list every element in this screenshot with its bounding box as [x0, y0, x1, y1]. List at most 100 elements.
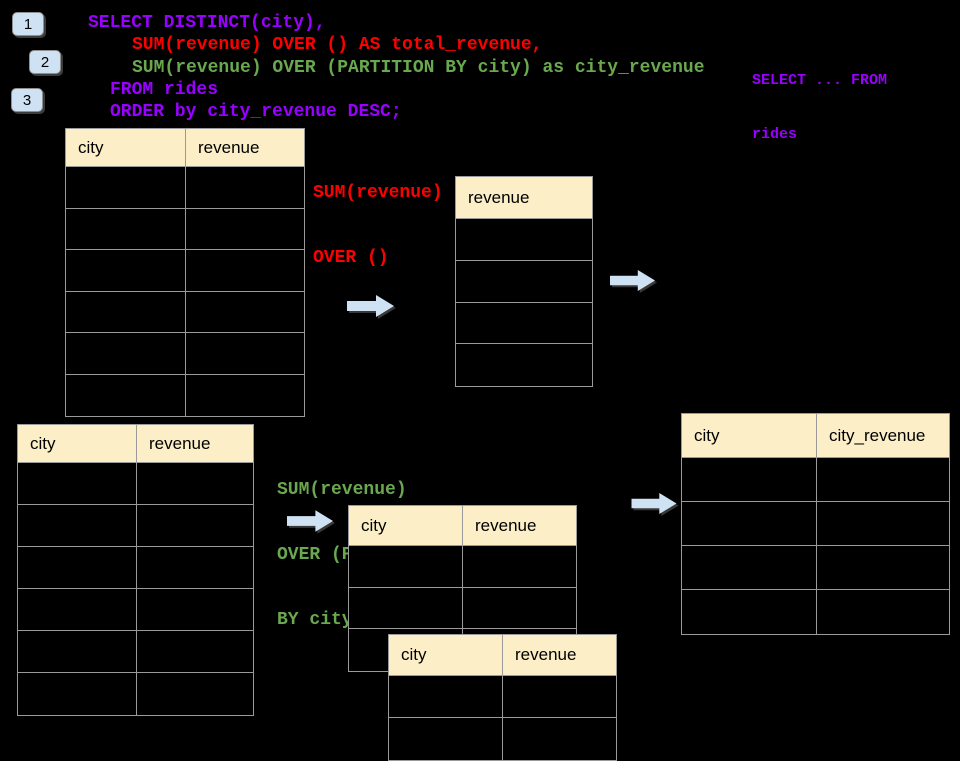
table-cell: [66, 167, 186, 209]
table-cell: [18, 547, 137, 589]
table-row: [389, 718, 616, 760]
table-cell: [456, 303, 592, 345]
table-row: [66, 208, 304, 250]
table-row: [389, 676, 616, 718]
step-badge-1: 1: [12, 12, 44, 36]
column-header: revenue: [463, 506, 576, 546]
table-cell: [18, 673, 137, 715]
column-header: city_revenue: [817, 414, 949, 458]
table-cell: [682, 590, 817, 634]
annotation-total-line-2: OVER (): [313, 247, 389, 268]
column-header: revenue: [137, 425, 253, 463]
table-cell: [66, 333, 186, 375]
table-row: [66, 250, 304, 292]
table-row: [456, 219, 592, 261]
step-badge-2: 2: [29, 50, 61, 74]
table-row: [349, 546, 576, 588]
table-row: [18, 505, 253, 547]
table-row: [456, 344, 592, 386]
table-cell: [18, 463, 137, 505]
annotation-total-line-1: SUM(revenue): [313, 182, 443, 203]
table-row: [682, 458, 949, 502]
table-cell: [18, 631, 137, 673]
table-cell: [389, 676, 503, 718]
column-header: revenue: [456, 177, 592, 219]
side-note-select-from-rides: SELECT ... FROM rides: [752, 36, 887, 162]
column-header: city: [349, 506, 463, 546]
table-cell: [186, 375, 304, 417]
table-row: [18, 547, 253, 589]
column-header: revenue: [186, 129, 304, 167]
side-note-line-2: rides: [752, 126, 798, 143]
table-cell: [18, 589, 137, 631]
table-cell: [817, 502, 949, 546]
column-header: city: [66, 129, 186, 167]
table-row: [682, 502, 949, 546]
table-cell: [66, 291, 186, 333]
table-cell: [186, 250, 304, 292]
table-header-row: revenue: [456, 177, 592, 219]
table-cell: [66, 208, 186, 250]
step-badge-3: 3: [11, 88, 43, 112]
table-cell: [66, 374, 186, 416]
table-revenue-column: revenue: [455, 176, 593, 388]
side-note-line-1: SELECT ... FROM: [752, 72, 888, 89]
table-cell: [682, 458, 817, 502]
table-cell: [463, 546, 576, 588]
table-row: [456, 261, 592, 303]
table-cell: [503, 676, 616, 718]
table-row: [18, 673, 253, 715]
table-cell: [137, 631, 253, 673]
table-cell: [137, 505, 253, 547]
table-row: [18, 631, 253, 673]
table-cell: [817, 458, 949, 502]
table-row: [682, 590, 949, 634]
right-arrow-icon: [347, 295, 394, 317]
table-cell: [186, 167, 304, 209]
table-row: [456, 303, 592, 345]
table-cell: [817, 546, 949, 590]
column-header: city: [389, 635, 503, 676]
right-arrow-icon: [631, 492, 677, 515]
sql-line-order-by: ORDER by city_revenue DESC;: [110, 102, 402, 122]
table-cell: [137, 463, 253, 505]
table-cell: [349, 587, 463, 630]
table-cell: [456, 344, 592, 386]
table-cell: [18, 505, 137, 547]
sql-line-partition: SUM(revenue) OVER (PARTITION BY city) as…: [132, 58, 705, 78]
table-cell: [456, 261, 592, 303]
table-row: [18, 463, 253, 505]
column-header: city: [682, 414, 817, 458]
right-arrow-icon: [287, 510, 334, 532]
table-cell: [186, 292, 304, 333]
column-header: city: [18, 425, 137, 463]
table-cell: [186, 209, 304, 250]
table-cell: [456, 219, 592, 261]
table-cell: [682, 502, 817, 546]
table-cell: [66, 250, 186, 292]
table-cell: [389, 718, 503, 760]
table-cell: [349, 546, 463, 588]
table-cell: [503, 718, 616, 760]
table-row: [66, 333, 304, 375]
table-cell: [137, 589, 253, 631]
sql-line-total-revenue: SUM(revenue) OVER () AS total_revenue,: [132, 35, 543, 55]
annotation-partition-line-1: SUM(revenue): [277, 479, 407, 500]
table-row: [66, 167, 304, 209]
table-cell: [137, 673, 253, 715]
table-row: [66, 291, 304, 333]
right-arrow-icon: [610, 269, 656, 292]
table-row: [349, 587, 576, 630]
table-row: [18, 589, 253, 631]
sql-line-select: SELECT DISTINCT(city),: [88, 13, 326, 33]
table-row: [66, 374, 304, 417]
